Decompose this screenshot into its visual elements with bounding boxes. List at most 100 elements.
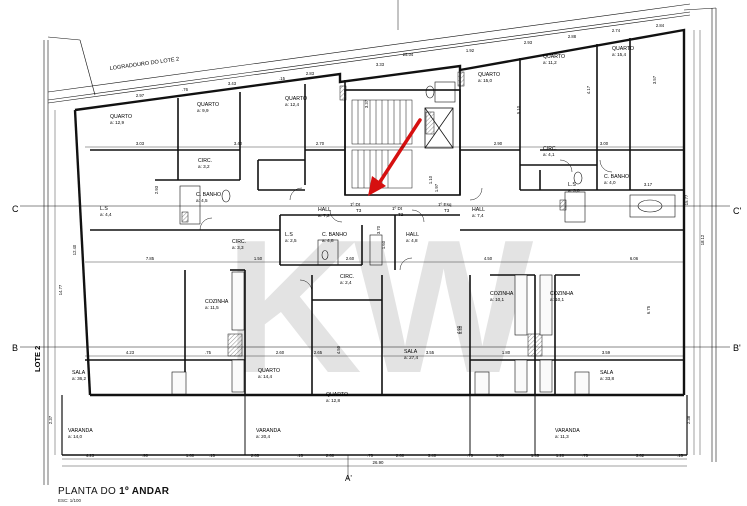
room-name: SALA [72,370,86,376]
parcel-boundary [43,7,717,485]
room-name: C. BANHO [196,192,221,198]
dimension-value: 2.88 [568,34,577,39]
dimension-value: 7.85 [146,256,155,261]
dimension-value: 1.20 [556,453,565,458]
dimension-value: 12.40 [72,244,77,255]
dimension-value: .75 [205,350,211,355]
street-strip [47,3,691,104]
room-area: a: 4,5 [196,198,208,203]
dimension-value: 1.60 [381,240,386,249]
dimension-value: .90 [142,453,148,458]
dimension-value: 2.65 [314,350,323,355]
dimension-value: 1.60 [186,453,195,458]
room-area: a: 9,9 [197,108,209,113]
room-name: COZINHA [490,291,514,297]
dimension-value: 15.77 [684,194,689,205]
section-a-bottom: A' [345,474,352,483]
room-name: QUARTO [285,96,307,102]
room-area: a: 7,4 [472,213,484,218]
dimension-value: 6.75 [646,305,651,314]
dimension-value: 3.33 [376,62,385,67]
room-area: a: 4,0 [604,180,616,185]
room-name: COZINHA [550,291,574,297]
dimension-value: 3.40 [428,453,437,458]
dimension-value: 2.60 [396,453,405,458]
dimension-value: .15 [209,453,215,458]
dimension-value: 3.70 [376,225,381,234]
room-name: L.S [285,232,293,238]
room-area: a: 4,1 [543,152,555,157]
dimension-value: 4.17 [586,85,591,94]
room-area: a: 4,8 [406,238,418,243]
room-area: a: 36,2 [72,376,86,381]
dimension-value: 4.50 [484,256,493,261]
dimension-value: 3.55 [426,350,435,355]
room-name: QUARTO [543,54,565,60]
room-name: C. BANHO [322,232,347,238]
dimension-labels: 2.97.763.43.152.833.3325.041.922.932.882… [48,23,705,465]
dimension-value: .76 [182,87,188,92]
dimension-total: 26.90 [373,460,385,465]
dimension-value: 3.43 [228,81,237,86]
room-area: a: 2,4 [340,280,352,285]
room-area: a: 27,4 [404,355,418,360]
room-area: a: 14,4 [258,374,272,379]
drawing-scale: ESC: 1/100 [58,498,82,503]
section-c-right: C' [733,206,741,216]
kitchen-counters [171,271,590,395]
dimension-value: 5.10 [516,105,521,114]
drawing-title-floor: 1º ANDAR [119,486,170,497]
room-name: L.S [568,182,576,188]
dimension-value: .15 [677,453,683,458]
room-area: a: 12,9 [110,120,124,125]
room-area: a: 4,4 [100,212,112,217]
dimension-value: 2.93 [154,185,159,194]
room-area: a: 4,8 [322,238,334,243]
room-name: CIRC. [340,274,354,280]
room-area: a: 10,1 [550,297,564,302]
room-area: a: 33,8 [600,376,614,381]
room-name: QUARTO [110,114,132,120]
door-code: T3 [444,208,450,213]
dimension-value: 2.97 [136,93,145,98]
dimension-value: .75 [467,453,473,458]
room-name: COZINHA [205,299,229,305]
room-name: VARANDA [555,428,580,434]
room-name: CIRC. [543,146,557,152]
room-area: a: 20,4 [256,434,270,439]
dimension-value: .15 [279,76,285,81]
room-area: a: 11,2 [543,60,557,65]
dimension-value: 2.83 [306,71,315,76]
room-area: a: 12,4 [285,102,299,107]
door-label: 1º Dt [350,202,361,207]
door-code: T2 [398,212,404,217]
dimension-value: 3.03 [136,141,145,146]
dimension-value: 3.40 [234,141,243,146]
room-name: HALL [472,207,485,213]
dimension-value: 2.65 [251,453,260,458]
dimension-value: 3.62 [636,453,645,458]
section-b-right: B' [733,343,741,353]
door-label: 1º Dt [392,206,403,211]
door-label: 1º Esq [438,202,452,207]
dimension-value: 3.57 [652,75,657,84]
dimension-value: 4.23 [86,453,95,458]
dimension-value: 1.45 [531,453,540,458]
room-area: a: 15,0 [478,78,492,83]
room-name: VARANDA [256,428,281,434]
room-area: a: 14,0 [68,434,82,439]
dimension-value: .75 [367,453,373,458]
dimension-value: 14.77 [58,284,63,295]
dimension-value: 3.17 [644,182,653,187]
dimension-value: 1.92 [466,48,475,53]
lot-label: LOTE 2 [33,346,42,372]
dimension-value: 4.50 [336,345,341,354]
dimension-value: 3.00 [600,141,609,146]
room-name: VARANDA [68,428,93,434]
street-label: LOGRADOURO DO LOTE 2 [109,57,179,72]
dimension-value: 2.93 [524,40,533,45]
door-code: T3 [356,208,362,213]
dimension-value: 1.60 [496,453,505,458]
